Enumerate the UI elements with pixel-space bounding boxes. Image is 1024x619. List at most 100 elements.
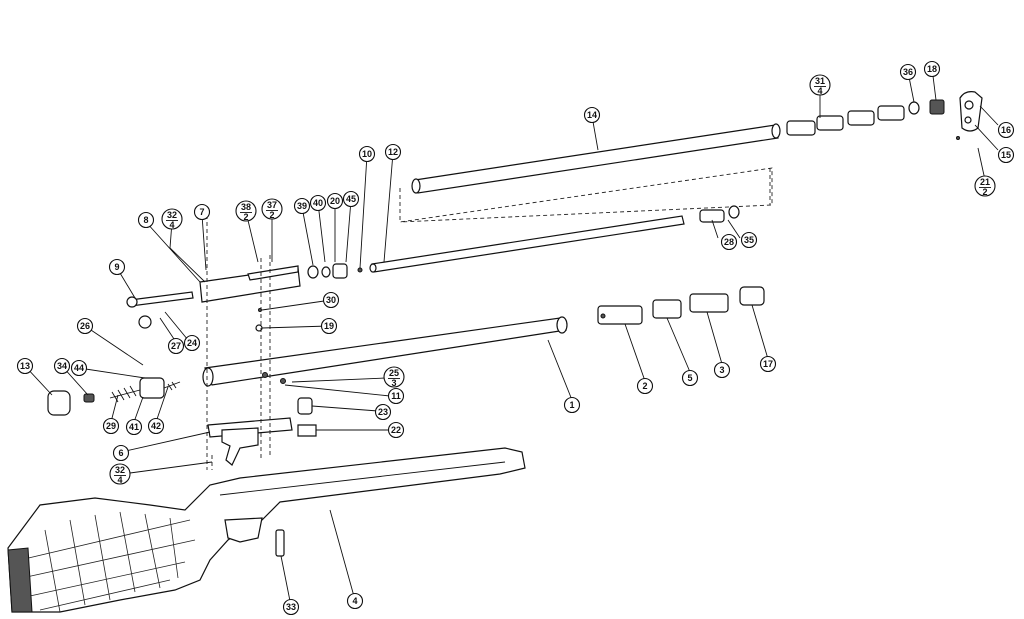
svg-text:4: 4 xyxy=(817,86,822,96)
svg-text:6: 6 xyxy=(118,448,123,458)
svg-text:28: 28 xyxy=(724,237,734,247)
svg-text:17: 17 xyxy=(763,359,773,369)
svg-text:4: 4 xyxy=(117,475,122,485)
balloon-19: 19 xyxy=(320,317,338,335)
svg-text:1: 1 xyxy=(569,400,574,410)
svg-text:13: 13 xyxy=(20,361,30,371)
barrel-tube xyxy=(411,123,781,194)
balloon-18: 18 xyxy=(923,60,941,78)
balloon-14: 14 xyxy=(583,106,601,124)
balloon-10: 10 xyxy=(358,145,376,163)
svg-text:2: 2 xyxy=(642,381,647,391)
balloon-34: 34 xyxy=(53,357,71,375)
svg-text:22: 22 xyxy=(391,425,401,435)
svg-text:40: 40 xyxy=(313,198,323,208)
rear-parts xyxy=(47,377,181,416)
balloon-17: 17 xyxy=(759,355,777,373)
svg-text:2: 2 xyxy=(269,210,274,220)
assembly-lines xyxy=(206,215,271,470)
svg-text:2: 2 xyxy=(243,212,248,222)
svg-text:25: 25 xyxy=(389,368,399,378)
balloon-16: 16 xyxy=(997,121,1015,139)
balloon-35: 35 xyxy=(740,231,758,249)
balloon-23: 23 xyxy=(374,403,392,421)
balloon-1: 1 xyxy=(563,396,581,414)
breech-parts xyxy=(597,286,765,325)
balloon-26: 26 xyxy=(76,317,94,335)
svg-text:45: 45 xyxy=(346,194,356,204)
svg-text:26: 26 xyxy=(80,321,90,331)
balloon-36: 36 xyxy=(899,63,917,81)
balloon-33: 33 xyxy=(282,598,300,616)
balloon-32-top: 32 4 xyxy=(161,208,183,230)
svg-text:39: 39 xyxy=(297,201,307,211)
svg-text:18: 18 xyxy=(927,64,937,74)
svg-text:24: 24 xyxy=(187,338,197,348)
svg-text:4: 4 xyxy=(169,220,174,230)
alignment-dashes xyxy=(399,167,773,223)
balloon-8: 8 xyxy=(137,211,155,229)
balloon-4: 4 xyxy=(346,592,364,610)
svg-text:23: 23 xyxy=(378,407,388,417)
balloon-25: 25 3 xyxy=(383,366,405,388)
svg-text:30: 30 xyxy=(326,295,336,305)
svg-text:4: 4 xyxy=(352,596,357,606)
balloon-31: 31 4 xyxy=(809,74,831,96)
svg-text:3: 3 xyxy=(391,378,396,388)
balloon-2: 2 xyxy=(636,377,654,395)
svg-text:31: 31 xyxy=(815,76,825,86)
svg-text:42: 42 xyxy=(151,421,161,431)
balloon-27: 27 xyxy=(167,337,185,355)
svg-text:27: 27 xyxy=(171,341,181,351)
balloon-5: 5 xyxy=(681,369,699,387)
balloon-42: 42 xyxy=(147,417,165,435)
svg-text:8: 8 xyxy=(143,215,148,225)
svg-text:29: 29 xyxy=(106,421,116,431)
balloon-6: 6 xyxy=(112,444,130,462)
svg-text:32: 32 xyxy=(115,465,125,475)
svg-text:37: 37 xyxy=(267,200,277,210)
balloon-44: 44 xyxy=(70,359,88,377)
balloon-20: 20 xyxy=(326,192,344,210)
svg-text:33: 33 xyxy=(286,602,296,612)
balloon-9: 9 xyxy=(108,258,126,276)
balloon-12: 12 xyxy=(384,143,402,161)
balloon-24: 24 xyxy=(183,334,201,352)
svg-text:20: 20 xyxy=(330,196,340,206)
svg-text:5: 5 xyxy=(687,373,692,383)
balloon-32-bottom: 32 4 xyxy=(109,463,131,485)
svg-text:34: 34 xyxy=(57,361,67,371)
svg-text:12: 12 xyxy=(388,147,398,157)
svg-text:44: 44 xyxy=(74,363,84,373)
svg-text:21: 21 xyxy=(980,177,990,187)
svg-text:2: 2 xyxy=(982,187,987,197)
balloon-28: 28 xyxy=(720,233,738,251)
bolt-parts xyxy=(126,291,194,329)
svg-text:41: 41 xyxy=(129,422,139,432)
svg-text:32: 32 xyxy=(167,210,177,220)
balloon-37: 37 2 xyxy=(261,198,283,220)
svg-text:15: 15 xyxy=(1001,150,1011,160)
balloon-39: 39 xyxy=(293,197,311,215)
trigger-block xyxy=(199,263,363,303)
balloon-13: 13 xyxy=(16,357,34,375)
balloon-3: 3 xyxy=(713,361,731,379)
svg-text:9: 9 xyxy=(114,262,119,272)
inner-tube xyxy=(369,215,685,273)
pivot-parts xyxy=(699,205,740,223)
svg-text:14: 14 xyxy=(587,110,597,120)
balloon-41: 41 xyxy=(125,418,143,436)
leader-lines xyxy=(24,67,999,607)
muzzle-parts xyxy=(786,91,983,140)
svg-text:11: 11 xyxy=(391,391,401,401)
svg-text:19: 19 xyxy=(324,321,334,331)
balloon-21: 21 2 xyxy=(974,175,996,197)
trigger-unit xyxy=(207,417,293,466)
balloon-7: 7 xyxy=(193,203,211,221)
svg-text:10: 10 xyxy=(362,149,372,159)
balloon-29: 29 xyxy=(102,417,120,435)
balloon-15: 15 xyxy=(997,146,1015,164)
small-parts xyxy=(255,308,317,437)
svg-text:36: 36 xyxy=(903,67,913,77)
